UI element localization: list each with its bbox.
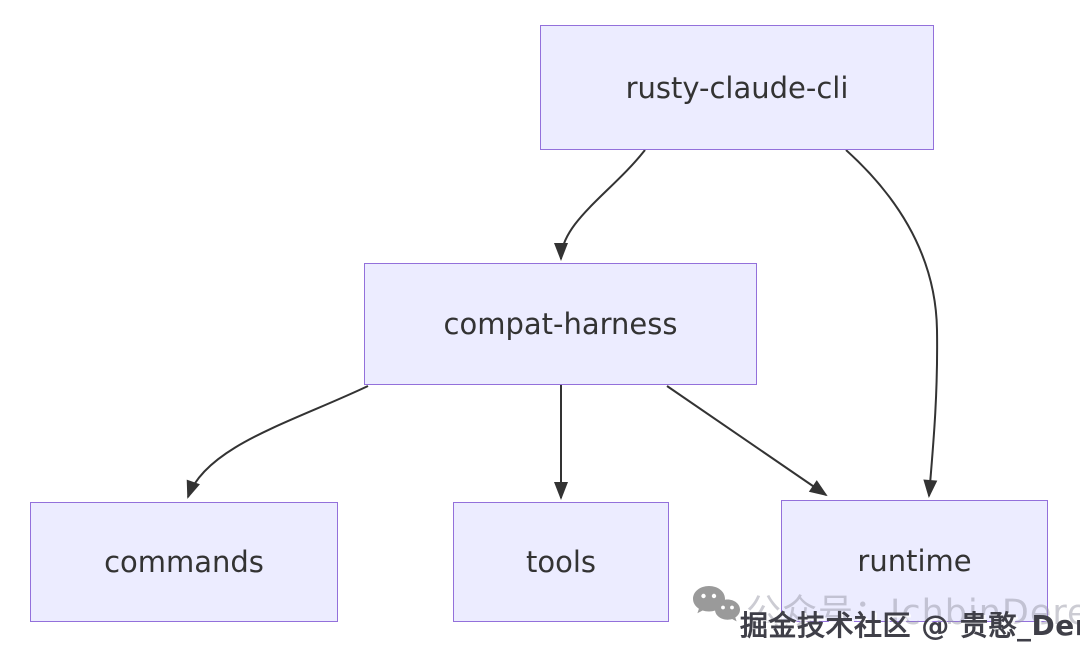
node-compat-harness: compat-harness — [364, 263, 757, 385]
edge-compat-harness-to-commands — [186, 385, 369, 499]
edge-compat-harness-to-runtime — [666, 385, 828, 497]
node-commands: commands — [30, 502, 338, 622]
node-rusty-claude-cli: rusty-claude-cli — [540, 25, 934, 150]
node-tools: tools — [453, 502, 669, 622]
node-rusty-claude-cli-label: rusty-claude-cli — [625, 70, 849, 105]
edge-rusty-to-runtime — [845, 149, 939, 498]
node-compat-harness-label: compat-harness — [443, 307, 678, 341]
node-runtime-label: runtime — [857, 544, 972, 578]
wechat-icon — [693, 586, 740, 622]
node-commands-label: commands — [104, 545, 264, 579]
edge-rusty-to-compat-harness — [554, 149, 646, 261]
node-tools-label: tools — [525, 545, 597, 579]
node-runtime: runtime — [781, 500, 1048, 622]
